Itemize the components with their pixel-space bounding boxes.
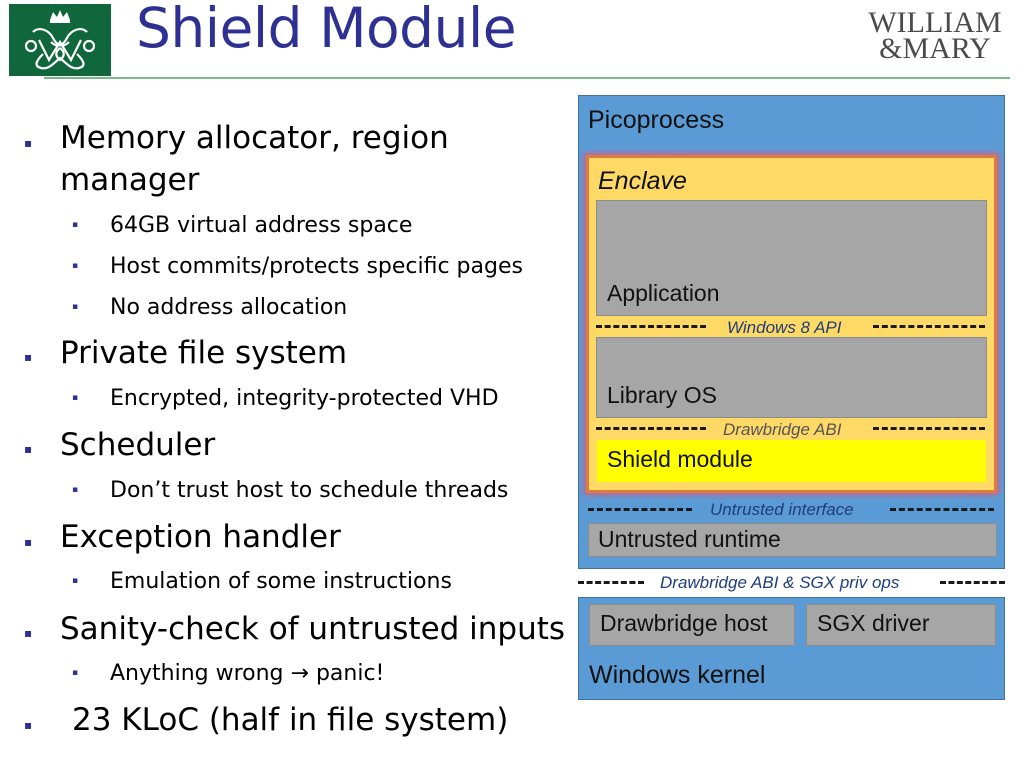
- slide-title: Shield Module: [136, 0, 517, 60]
- library-os-box: [596, 337, 987, 418]
- sub-bullet-encrypted-vhd: Encrypted, integrity-protected VHD: [110, 386, 499, 411]
- shield-module-box: [597, 440, 986, 482]
- sub-bullet-dot: ▪: [72, 485, 79, 495]
- sub-bullet-no-address-allocation: No address allocation: [110, 295, 348, 320]
- wordmark-line-1: WILLIAM: [868, 6, 1002, 39]
- windows-kernel-label: Windows kernel: [589, 661, 766, 689]
- windows-api-label: Windows 8 API: [727, 318, 842, 337]
- bullet-dot: ▪: [24, 136, 33, 150]
- bullet-dot: ▪: [24, 626, 33, 640]
- bullet-memory-allocator: Memory allocator, region: [60, 120, 449, 156]
- sub-bullet-dot: ▪: [72, 393, 79, 403]
- divider-dash-left: [578, 581, 644, 584]
- bullet-private-file-system: Private file system: [60, 335, 348, 371]
- drawbridge-abi-label: Drawbridge ABI: [723, 420, 842, 439]
- library-os-label: Library OS: [607, 382, 717, 408]
- sub-bullet-dot: ▪: [72, 668, 79, 678]
- bullet-dot: ▪: [24, 535, 33, 549]
- william-mary-wordmark: WILLIAM &MARY: [860, 6, 1010, 65]
- sub-bullet-host-commits: Host commits/protects specific pages: [110, 254, 523, 279]
- divider-dash-right: [873, 325, 985, 328]
- bullet-sanity-check: Sanity-check of untrusted inputs: [60, 611, 566, 647]
- sgx-driver-box: [806, 604, 996, 646]
- bullet-memory-allocator-cont: manager: [60, 162, 200, 198]
- untrusted-runtime-label: Untrusted runtime: [598, 526, 781, 552]
- drawbridge-host-label: Drawbridge host: [600, 610, 768, 636]
- wordmark-line-2: &MARY: [879, 32, 991, 65]
- application-label: Application: [607, 280, 720, 306]
- sub-bullet-dot: ▪: [72, 302, 79, 312]
- untrusted-runtime-box: [588, 523, 997, 557]
- picoprocess-label: Picoprocess: [588, 106, 725, 134]
- untrusted-interface-label: Untrusted interface: [710, 500, 854, 519]
- bullet-kloc: 23 KLoC (half in file system): [72, 702, 509, 738]
- drawbridge-host-box: [589, 604, 795, 646]
- bullet-dot: ▪: [24, 718, 33, 732]
- wm-cypher-logo: [9, 4, 111, 76]
- bullet-exception-handler: Exception handler: [60, 519, 341, 555]
- sgx-driver-label: SGX driver: [817, 610, 930, 636]
- sub-bullet-emulation: Emulation of some instructions: [110, 569, 452, 594]
- bullet-dot: ▪: [24, 442, 33, 456]
- divider-dash-left: [596, 427, 706, 430]
- bullet-dot: ▪: [24, 350, 33, 364]
- sub-bullet-dot: ▪: [72, 220, 79, 230]
- divider-dash-right: [940, 581, 1005, 584]
- enclave-label: Enclave: [598, 167, 687, 195]
- divider-dash-left: [596, 325, 706, 328]
- sub-bullet-dot: ▪: [72, 261, 79, 271]
- title-underline: [44, 77, 1010, 79]
- divider-dash-left: [588, 508, 692, 511]
- drawbridge-sgx-label: Drawbridge ABI & SGX priv ops: [660, 573, 900, 592]
- sub-bullet-dont-trust-host: Don’t trust host to schedule threads: [110, 478, 509, 503]
- divider-dash-right: [890, 508, 994, 511]
- sub-bullet-anything-wrong: Anything wrong → panic!: [110, 661, 385, 686]
- application-box: [596, 200, 987, 316]
- sub-bullet-address-space: 64GB virtual address space: [110, 213, 413, 238]
- divider-dash-right: [873, 427, 985, 430]
- shield-module-label: Shield module: [607, 446, 753, 472]
- bullet-scheduler: Scheduler: [60, 427, 216, 463]
- sub-bullet-dot: ▪: [72, 576, 79, 586]
- bullet-list: ▪ Memory allocator, region manager ▪ 64G…: [24, 120, 566, 738]
